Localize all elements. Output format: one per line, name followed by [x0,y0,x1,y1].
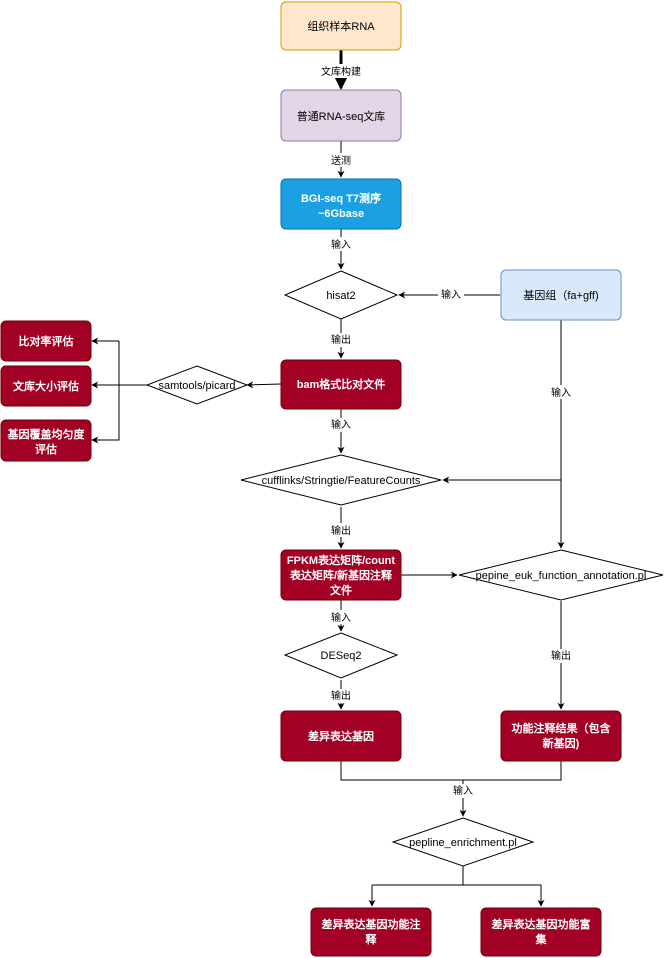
node-deseq2-label: DESeq2 [321,650,362,662]
node-annotation-result-label-1: 功能注释结果（包含 [512,721,612,735]
node-annotation-label: pepine_euk_function_annotation.pl [476,570,647,582]
node-annotation-result-label-2: 新基因) [543,736,580,750]
node-fpkm-label-2: 表达矩阵/新基因注释 [289,568,393,582]
node-rnaseq-library-label: 普通RNA-seq文库 [297,109,386,123]
node-library-size: 文库大小评估 [0,365,92,407]
edge-samtools-to-outputs [118,341,147,386]
node-deseq2: DESeq2 [283,632,399,679]
edge-to-gene-coverage [91,385,120,444]
node-gene-coverage-label-1: 基因覆盖均匀度 [7,427,86,441]
label-input-genome: 输入 [441,288,461,301]
node-samtools: samtools/picard [145,365,249,405]
node-annotation: pepine_euk_function_annotation.pl [458,549,664,601]
node-deg-enrichment-label-1: 差异表达基因功能富 [492,917,591,931]
node-enrichment-label: pepline_enrichment.pl [409,837,517,849]
node-fpkm: FPKM表达矩阵/count 表达矩阵/新基因注释 文件 [280,549,402,601]
node-align-rate-label: 比对率评估 [19,334,74,348]
node-sample-rna: 组织样本RNA [280,1,402,51]
node-genome-label: 基因组（fa+gff) [523,288,598,302]
node-bgiseq-label-1: BGI-seq T7测序 [301,191,381,205]
node-deg-enrichment: 差异表达基因功能富 集 [480,907,602,957]
node-deg-annotation-label-1: 差异表达基因功能注 [322,917,421,931]
node-deg-label: 差异表达基因 [308,729,374,743]
edge-deg-merge [340,761,562,781]
node-quantifier: cufflinks/Stringtie/FeatureCounts [240,454,442,506]
label-input-genome-down: 输入 [551,386,571,399]
node-fpkm-label-3: 文件 [330,583,352,597]
node-rnaseq-library: 普通RNA-seq文库 [280,89,402,142]
node-bam-label: bam格式比对文件 [297,377,386,391]
label-output-hisat2: 输出 [331,333,351,346]
node-deg-enrichment-label-2: 集 [535,932,548,946]
label-library-build: 文库构建 [321,65,361,78]
node-deg: 差异表达基因 [280,710,402,762]
node-align-rate: 比对率评估 [0,320,92,362]
node-hisat2-label: hisat2 [326,290,355,302]
label-input-enrichment: 输入 [453,784,473,797]
label-output-deseq2: 输出 [331,689,351,702]
label-sequencing: 送测 [331,154,351,167]
node-sample-rna-label: 组织样本RNA [307,19,375,33]
edge-bam-to-samtools [246,381,282,389]
node-annotation-result: 功能注释结果（包含 新基因) [500,710,622,762]
node-fpkm-label-1: FPKM表达矩阵/count [287,553,395,567]
node-bam: bam格式比对文件 [280,359,402,410]
node-genome: 基因组（fa+gff) [500,269,622,321]
edge-labels: 文库构建 送测 输入 输入 输出 输入 输入 输出 输入 输出 输出 输入 [316,64,574,798]
node-enrichment: pepline_enrichment.pl [391,817,535,867]
node-gene-coverage: 基因覆盖均匀度 评估 [0,419,92,462]
node-samtools-label: samtools/picard [158,380,235,392]
label-input-bam: 输入 [331,418,351,431]
label-output-quantifier: 输出 [331,524,351,537]
node-hisat2: hisat2 [283,270,399,320]
node-deg-annotation: 差异表达基因功能注 释 [310,907,432,957]
node-quantifier-label: cufflinks/Stringtie/FeatureCounts [262,475,421,487]
edge-genome-to-quantifier [442,320,562,484]
label-output-annotation: 输出 [551,649,571,662]
node-gene-coverage-label-2: 评估 [35,442,57,456]
node-deg-annotation-label-2: 释 [366,932,378,946]
node-bgiseq-label-2: ~6Gbase [318,208,364,220]
node-library-size-label: 文库大小评估 [13,379,79,393]
label-input-fpkm: 输入 [331,611,351,624]
label-input-seq: 输入 [331,238,351,251]
node-bgiseq: BGI-seq T7测序 ~6Gbase [280,178,402,230]
